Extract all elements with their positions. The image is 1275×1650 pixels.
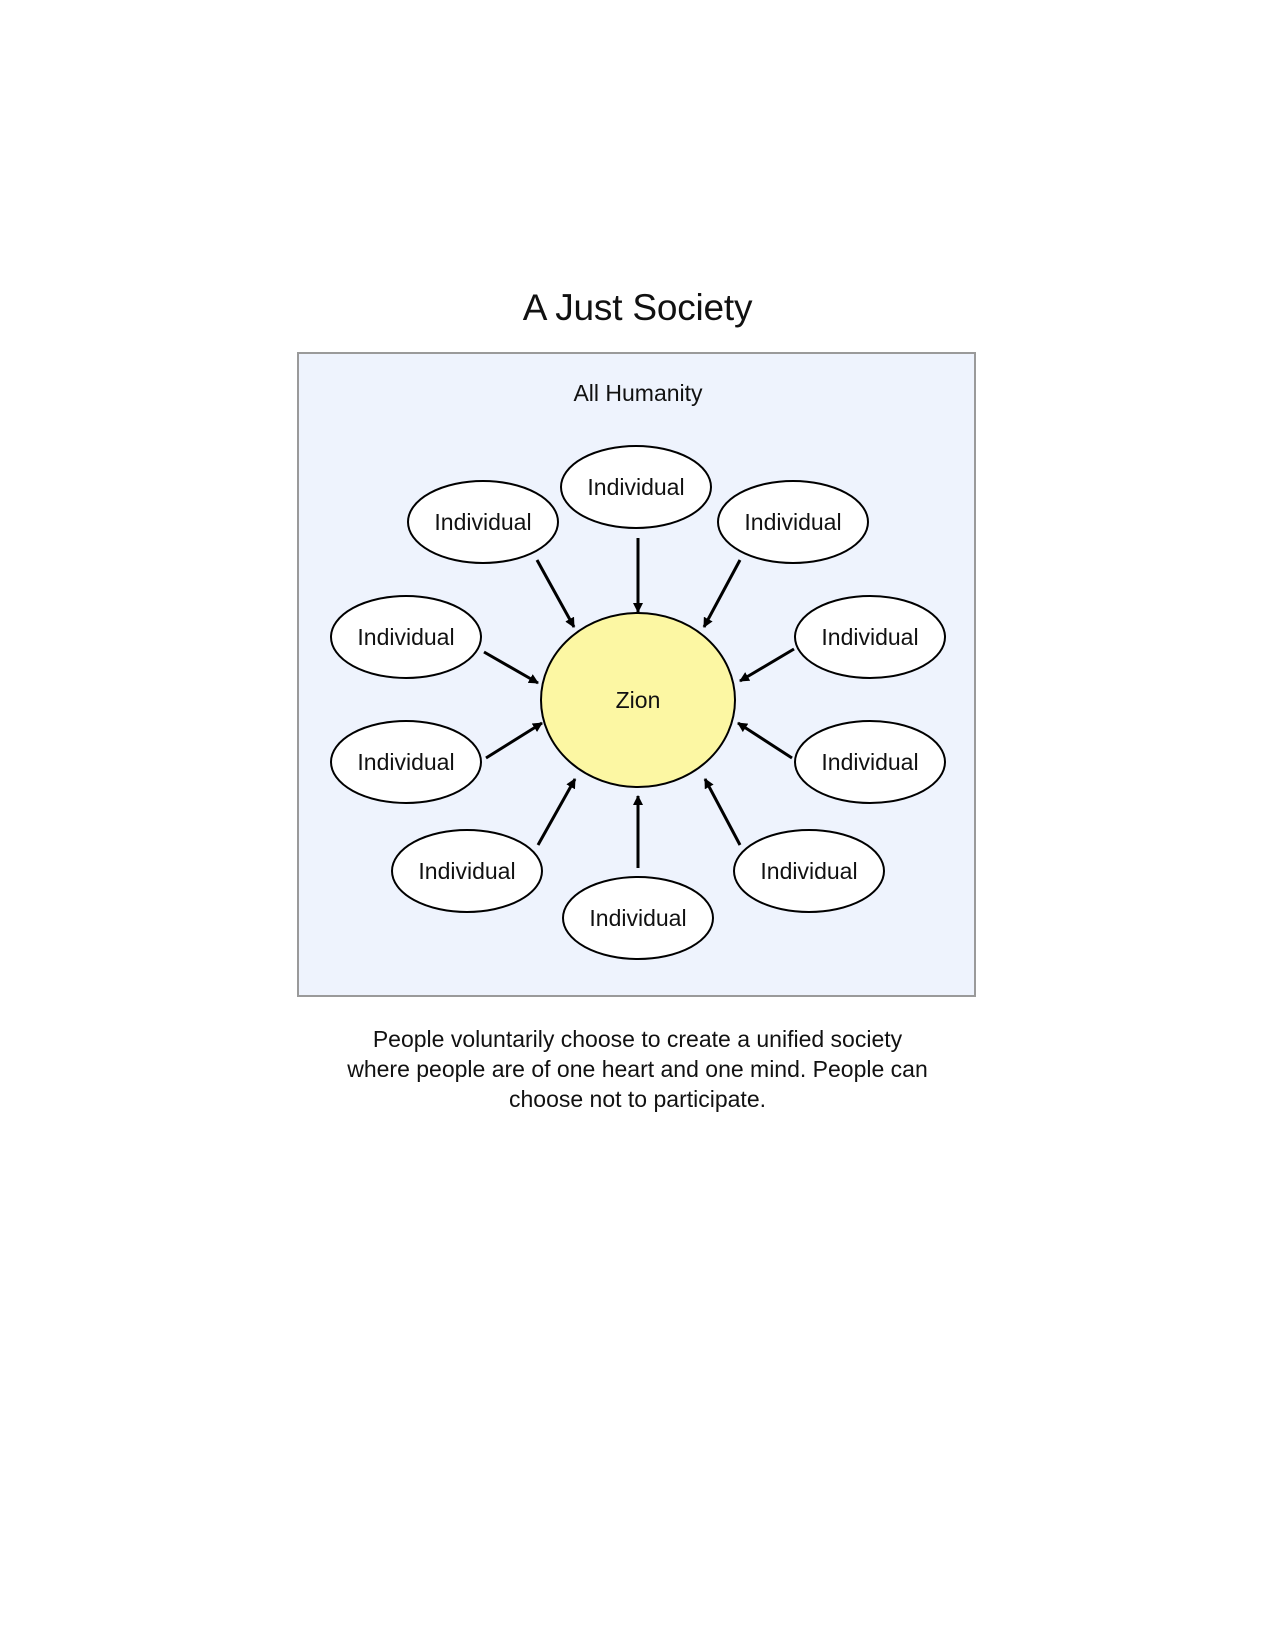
individual-label: Individual xyxy=(760,858,857,884)
individual-node: Individual xyxy=(560,445,712,529)
individual-node: Individual xyxy=(330,720,482,804)
zion-label: Zion xyxy=(616,687,661,713)
individual-label: Individual xyxy=(418,858,515,884)
individual-label: Individual xyxy=(434,509,531,535)
individual-node: Individual xyxy=(562,876,714,960)
individual-label: Individual xyxy=(589,905,686,931)
arrow-to-zion xyxy=(535,559,576,628)
arrow-to-zion xyxy=(739,647,795,683)
individual-label: Individual xyxy=(744,509,841,535)
individual-label: Individual xyxy=(357,624,454,650)
individual-ellipse xyxy=(717,480,869,564)
individual-ellipse xyxy=(407,480,559,564)
individual-ellipse xyxy=(794,595,946,679)
individual-label: Individual xyxy=(587,474,684,500)
individual-label: Individual xyxy=(821,749,918,775)
individual-node: Individual xyxy=(733,829,885,913)
individual-node: Individual xyxy=(794,720,946,804)
individual-node: Individual xyxy=(717,480,869,564)
individual-ellipse xyxy=(733,829,885,913)
zion-circle xyxy=(540,612,736,788)
arrow-to-zion xyxy=(483,650,539,685)
individual-ellipse xyxy=(794,720,946,804)
arrow-to-zion xyxy=(485,721,543,760)
individual-ellipse xyxy=(330,720,482,804)
arrow-to-zion xyxy=(702,559,742,628)
individual-ellipse xyxy=(562,876,714,960)
humanity-label: All Humanity xyxy=(573,380,703,406)
arrow-group xyxy=(483,538,795,868)
individual-node: Individual xyxy=(407,480,559,564)
individual-ellipse xyxy=(560,445,712,529)
arrow-to-zion xyxy=(536,778,577,846)
individual-ellipse xyxy=(330,595,482,679)
page-title: A Just Society xyxy=(522,287,753,328)
individual-node: Individual xyxy=(794,595,946,679)
individual-label: Individual xyxy=(821,624,918,650)
individual-node: Individual xyxy=(391,829,543,913)
individual-group: IndividualIndividualIndividualIndividual… xyxy=(330,445,946,960)
arrow-to-zion xyxy=(703,778,742,846)
individual-ellipse xyxy=(391,829,543,913)
individual-label: Individual xyxy=(357,749,454,775)
caption-text: People voluntarily choose to create a un… xyxy=(347,1026,928,1112)
individual-node: Individual xyxy=(330,595,482,679)
arrow-to-zion xyxy=(737,721,793,760)
